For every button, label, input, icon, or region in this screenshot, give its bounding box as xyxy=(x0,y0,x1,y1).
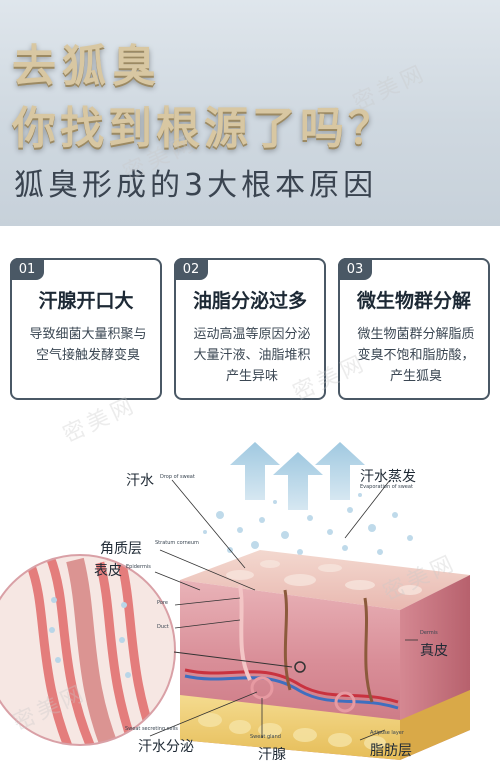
card-line: 空气接触发酵变臭 xyxy=(35,348,140,363)
label-duct-en: Duct xyxy=(157,624,169,630)
card-title: 油脂分泌过多 xyxy=(192,290,307,312)
card-title: 汗腺开口大 xyxy=(38,290,134,312)
card-body: 导致细菌大量积聚与 空气接触发酵变臭 xyxy=(18,324,158,366)
card-number: 01 xyxy=(10,258,44,280)
label-dermis: 真皮 xyxy=(420,643,448,659)
hero-title-line2: 你找到根源了吗？ xyxy=(12,103,396,154)
label-pore-en: Pore xyxy=(157,600,168,606)
label-evaporation-en: Evaporation of sweat xyxy=(360,484,413,490)
card-line: 微生物菌群分解脂质 xyxy=(357,327,475,342)
cause-card-3: 03 微生物群分解 微生物菌群分解脂质 变臭不饱和脂肪酸， 产生狐臭 xyxy=(338,258,490,400)
label-adipose-en: Adipose layer xyxy=(370,730,404,736)
card-number: 02 xyxy=(174,258,208,280)
card-number: 03 xyxy=(338,258,372,280)
hero-subtitle: 狐臭形成的3大根本原因 xyxy=(14,168,378,203)
card-line: 产生异味 xyxy=(225,369,278,384)
hero-title-line1: 去狐臭 xyxy=(12,41,162,92)
label-gland: 汗腺 xyxy=(258,747,286,763)
label-evaporation: 汗水蒸发 xyxy=(360,469,416,485)
evaporation-arrows xyxy=(230,442,365,510)
card-line: 大量汗液、油脂堆积 xyxy=(193,348,311,363)
adipose-side xyxy=(400,690,470,760)
cause-card-1: 01 汗腺开口大 导致细菌大量积聚与 空气接触发酵变臭 xyxy=(10,258,162,400)
skin-diagram: 汗水 Drop of sweat 汗水蒸发 Evaporation of swe… xyxy=(0,440,500,774)
card-line: 产生狐臭 xyxy=(389,369,442,384)
label-stratum-corneum: 角质层 xyxy=(100,541,142,557)
card-title: 微生物群分解 xyxy=(356,290,471,312)
label-sweat-en: Drop of sweat xyxy=(160,474,195,480)
cause-cards: 01 汗腺开口大 导致细菌大量积聚与 空气接触发酵变臭 02 油脂分泌过多 运动… xyxy=(10,258,490,400)
label-secreting: 汗水分泌 xyxy=(138,739,194,755)
hero-banner: 去狐臭 你找到根源了吗？ 狐臭形成的3大根本原因 xyxy=(0,0,500,226)
sweat-droplets xyxy=(203,493,413,555)
label-adipose: 脂肪层 xyxy=(370,743,412,759)
card-line: 导致细菌大量积聚与 xyxy=(29,327,147,342)
label-sweat: 汗水 xyxy=(126,473,154,489)
label-secreting-en: Sweat secreting cells xyxy=(125,726,178,732)
label-dermis-en: Dermis xyxy=(420,630,438,636)
label-stratum-corneum-en: Stratum corneum xyxy=(155,540,199,546)
card-line: 运动高温等原因分泌 xyxy=(193,327,311,342)
label-epidermis-en: Epidermis xyxy=(126,564,151,570)
card-line: 变臭不饱和脂肪酸， xyxy=(357,348,475,363)
skin-illustration xyxy=(0,442,470,760)
label-gland-en: Sweat gland xyxy=(250,734,281,740)
card-body: 运动高温等原因分泌 大量汗液、油脂堆积 产生异味 xyxy=(182,324,322,387)
label-epidermis: 表皮 xyxy=(94,563,122,579)
skin-surface xyxy=(180,550,470,610)
cause-card-2: 02 油脂分泌过多 运动高温等原因分泌 大量汗液、油脂堆积 产生异味 xyxy=(174,258,326,400)
card-body: 微生物菌群分解脂质 变臭不饱和脂肪酸， 产生狐臭 xyxy=(346,324,486,387)
